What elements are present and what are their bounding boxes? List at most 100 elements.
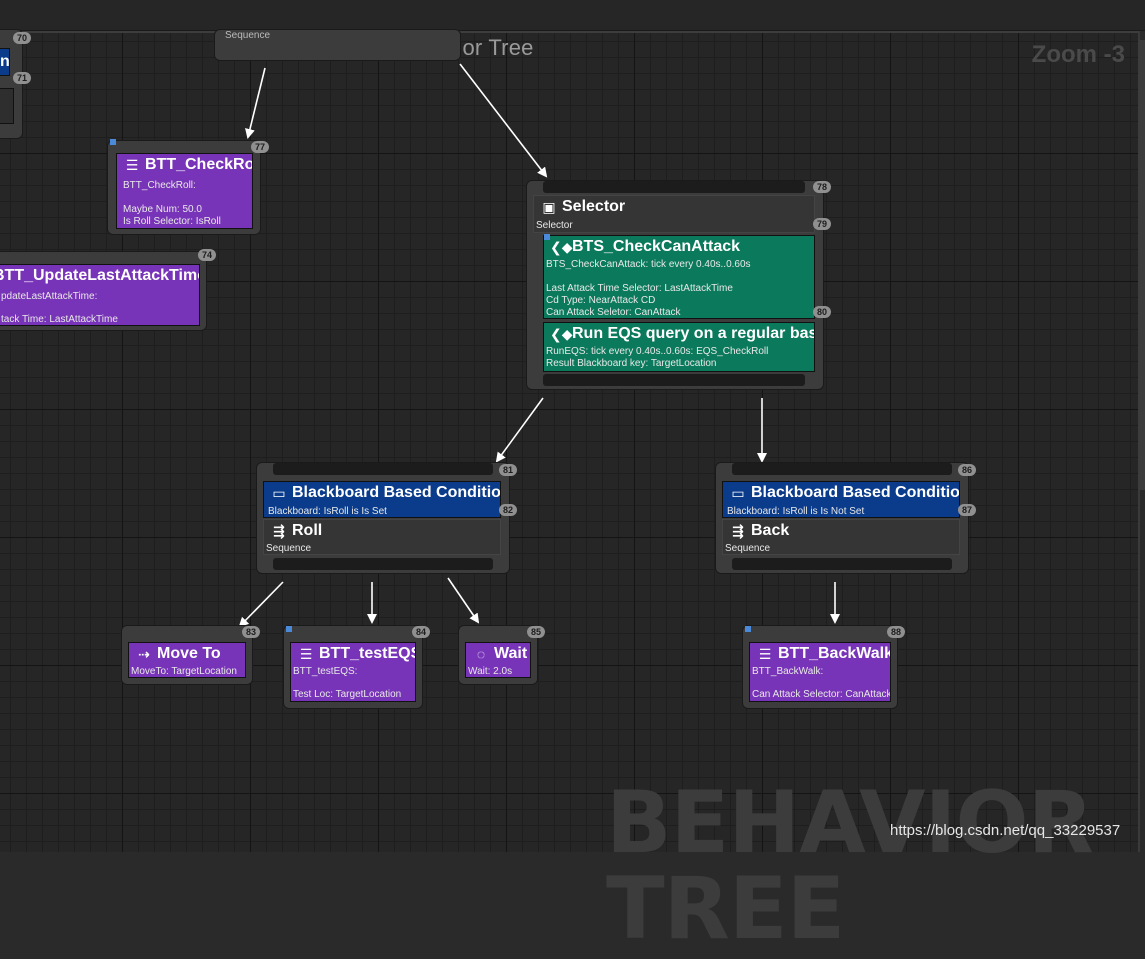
decorator-desc: Blackboard: IsRoll is Is Set	[268, 506, 387, 517]
node-index-badge: 83	[242, 626, 260, 638]
task-desc: BTT_testEQS:	[293, 666, 358, 677]
wire-to-roll	[495, 397, 544, 463]
service-prop: Last Attack Time Selector: LastAttackTim…	[546, 283, 733, 294]
task-card: ☰BTT_CheckRoll BTT_CheckRoll: Maybe Num:…	[116, 153, 253, 229]
move-to-icon: ⇢	[138, 645, 150, 662]
wait-icon: ◌	[476, 646, 486, 662]
task-prop: Is Roll Selector: IsRoll	[123, 216, 221, 227]
task-node-wait[interactable]: ◌ Wait Wait: 2.0s	[459, 626, 537, 684]
sequence-node-back[interactable]: ▭ Blackboard Based Condition Blackboard: …	[716, 463, 968, 573]
task-desc: BTT_BackWalk:	[752, 666, 824, 677]
decorator-desc: Blackboard: IsRoll is Is Not Set	[727, 506, 865, 517]
connection-wires	[238, 63, 840, 628]
service-card-check-can-attack[interactable]: ❮◆BTS_CheckCanAttack BTS_CheckCanAttack:…	[543, 235, 815, 319]
task-card: BTT_UpdateLastAttackTime pdateLastAttack…	[0, 264, 200, 326]
decorator-title: Blackboard Based Condition	[292, 484, 501, 501]
breakpoint-marker	[286, 626, 292, 632]
task-title: BTT_testEQS	[319, 645, 416, 662]
editor-toolbar	[0, 0, 1145, 31]
task-node-update-last-attack[interactable]: BTT_UpdateLastAttackTime pdateLastAttack…	[0, 252, 206, 330]
task-card: ◌ Wait Wait: 2.0s	[465, 642, 531, 678]
left-edge-node[interactable]: n	[0, 30, 22, 138]
node-index-badge: 74	[198, 249, 216, 261]
sequence-node-roll[interactable]: ▭ Blackboard Based Condition Blackboard: …	[257, 463, 509, 573]
task-node-check-roll[interactable]: ☰BTT_CheckRoll BTT_CheckRoll: Maybe Num:…	[108, 141, 260, 234]
task-desc: pdateLastAttackTime:	[1, 291, 98, 302]
task-icon: ☰	[299, 645, 313, 662]
node-index-badge: 81	[499, 464, 517, 476]
left-edge-title: n	[0, 53, 10, 70]
node-output-pin[interactable]	[273, 558, 493, 570]
service-prop: Cd Type: NearAttack CD	[546, 295, 656, 306]
node-index-badge: 84	[412, 626, 430, 638]
node-output-pin[interactable]	[543, 374, 805, 386]
decorator-title: Blackboard Based Condition	[751, 484, 960, 501]
task-node-move-to[interactable]: ⇢ Move To MoveTo: TargetLocation	[122, 626, 252, 684]
service-prop: RunEQS: tick every 0.40s..0.60s: EQS_Che…	[546, 346, 769, 357]
selector-node[interactable]: ▣Selector Selector ❮◆BTS_CheckCanAttack …	[527, 181, 823, 389]
task-card: ☰ BTT_testEQS BTT_testEQS: Test Loc: Targ…	[290, 642, 416, 702]
task-node-test-eqs[interactable]: ☰ BTT_testEQS BTT_testEQS: Test Loc: Targ…	[284, 626, 422, 708]
sequence-title: Roll	[292, 522, 323, 539]
service-title: BTS_CheckCanAttack	[572, 238, 741, 255]
task-icon: ☰	[758, 645, 772, 662]
task-title: BTT_BackWalk	[778, 645, 891, 662]
wire-to-selector	[459, 63, 548, 178]
wire-to-wait	[447, 577, 480, 624]
service-prop: Can Attack Seletor: CanAttack	[546, 307, 681, 318]
sequence-node-top[interactable]: Sequence	[215, 30, 460, 60]
node-index-badge: 79	[813, 218, 831, 230]
wire-to-move-to	[238, 581, 284, 628]
node-index-badge: 86	[958, 464, 976, 476]
wire-to-check-roll	[245, 67, 266, 139]
source-url: https://blog.csdn.net/qq_33229537	[890, 822, 1121, 839]
task-node-back-walk[interactable]: ☰ BTT_BackWalk BTT_BackWalk: Can Attack S…	[743, 626, 897, 708]
sequence-card: ⇶ Roll Sequence	[263, 519, 501, 555]
node-index-badge: 78	[813, 181, 831, 193]
selector-card: ▣Selector Selector	[533, 195, 815, 233]
zoom-level: Zoom -3	[1031, 41, 1125, 68]
task-desc: Wait: 2.0s	[468, 666, 513, 677]
breakpoint-marker	[745, 626, 751, 632]
selector-sub: Selector	[536, 220, 573, 231]
breakpoint-marker	[544, 234, 550, 240]
task-icon: ☰	[125, 156, 139, 173]
task-card: ⇢ Move To MoveTo: TargetLocation	[128, 642, 246, 678]
left-edge-composite	[0, 88, 14, 124]
sequence-sub: Sequence	[266, 543, 312, 554]
task-desc: BTT_CheckRoll:	[123, 180, 196, 191]
node-index-badge: 70	[13, 32, 31, 44]
sequence-card: ⇶Back Sequence	[722, 519, 960, 555]
task-prop: Can Attack Selector: CanAttack	[752, 689, 891, 700]
sequence-node-top-label: Sequence	[225, 30, 271, 41]
node-index-badge: 88	[887, 626, 905, 638]
task-prop: Maybe Num: 50.0	[123, 204, 202, 215]
node-index-badge: 71	[13, 72, 31, 84]
sequence-icon: ⇶	[273, 522, 285, 539]
sequence-sub: Sequence	[725, 543, 771, 554]
decorator-icon: ▭	[731, 484, 745, 501]
task-title: BTT_UpdateLastAttackTime	[0, 267, 200, 284]
decorator-card[interactable]: ▭ Blackboard Based Condition Blackboard: …	[722, 481, 960, 518]
graph-scrollbar[interactable]	[1138, 40, 1145, 490]
service-title: Run EQS query on a regular basis	[572, 325, 815, 342]
service-icon: ❮◆	[550, 238, 573, 255]
service-card-run-eqs[interactable]: ❮◆Run EQS query on a regular basis RunEQ…	[543, 322, 815, 372]
task-prop: Test Loc: TargetLocation	[293, 689, 402, 700]
task-title: Move To	[157, 645, 221, 662]
node-output-pin[interactable]	[732, 558, 952, 570]
node-input-pin[interactable]	[732, 463, 952, 475]
task-card: ☰ BTT_BackWalk BTT_BackWalk: Can Attack S…	[749, 642, 891, 702]
task-desc: MoveTo: TargetLocation	[131, 666, 237, 677]
decorator-card[interactable]: ▭ Blackboard Based Condition Blackboard: …	[263, 481, 501, 518]
task-title: Wait	[494, 645, 528, 662]
decorator-icon: ▭	[272, 484, 286, 501]
node-index-badge: 87	[958, 504, 976, 516]
service-desc: BTS_CheckCanAttack: tick every 0.40s..0.…	[546, 259, 751, 270]
left-edge-decorator: n	[0, 48, 10, 76]
task-prop: tack Time: LastAttackTime	[1, 314, 118, 325]
node-input-pin[interactable]	[273, 463, 493, 475]
selector-icon: ▣	[542, 198, 556, 215]
node-input-pin[interactable]	[543, 181, 805, 193]
sequence-title: Back	[751, 522, 790, 539]
